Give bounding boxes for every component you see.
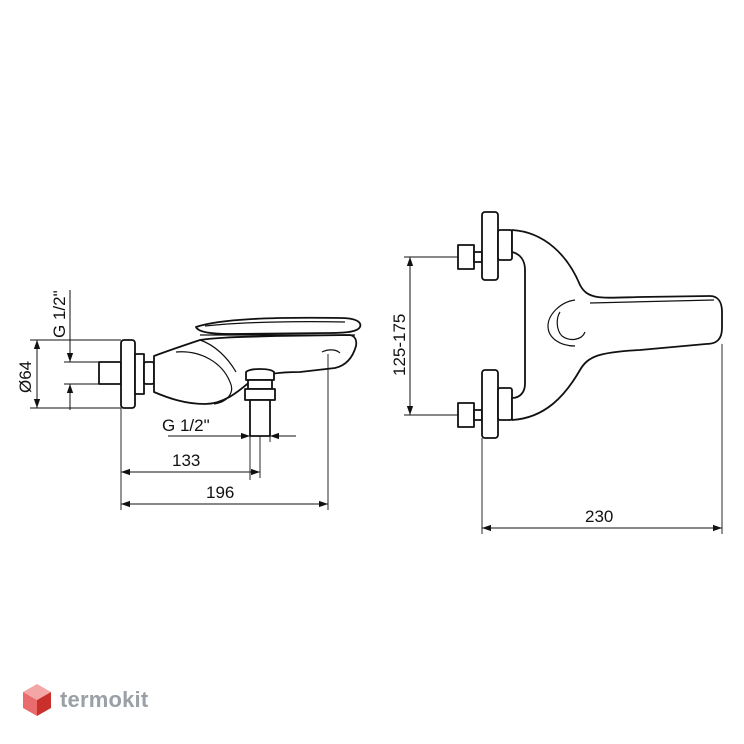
side-outlet-thread-label: G 1/2"	[162, 416, 210, 435]
top-lever-outline	[547, 299, 576, 347]
brand-name: termokit	[60, 687, 149, 712]
top-upper-stub	[473, 251, 483, 263]
top-upper-flange	[481, 211, 499, 281]
top-upper-nipple	[457, 244, 475, 270]
side-lever-handle	[195, 316, 362, 335]
top-lever-edge	[589, 299, 715, 304]
top-lower-stub	[473, 409, 483, 421]
side-wall-flange	[120, 339, 136, 409]
top-view: 125-175 230	[390, 211, 723, 534]
side-outlet-hex	[247, 379, 273, 390]
side-flange-diameter-label: Ø64	[16, 361, 35, 393]
top-center-distance-label: 125-175	[390, 314, 409, 376]
side-outlet-pipe	[249, 399, 271, 437]
side-connector	[143, 361, 155, 385]
side-body-neck	[134, 353, 145, 395]
side-inlet-nipple	[98, 361, 122, 385]
top-lower-neck	[497, 387, 513, 421]
side-spout-tip	[321, 349, 341, 354]
side-outlet-offset-label: 133	[172, 451, 200, 470]
top-faucet-body	[511, 229, 723, 421]
side-body-contour-2	[199, 339, 237, 373]
top-lower-nipple	[457, 402, 475, 428]
top-upper-neck	[497, 229, 513, 261]
side-overall-length-label: 196	[206, 483, 234, 502]
top-overall-width-label: 230	[585, 507, 613, 526]
top-lever-inner	[556, 311, 586, 341]
side-body-contour	[175, 351, 233, 405]
side-outlet-nut	[244, 388, 276, 401]
side-view: G 1/2" Ø64 G 1/2" 133 196	[16, 290, 362, 510]
brand-logo: termokit	[22, 680, 148, 720]
side-outlet-collar	[245, 368, 275, 381]
side-lever-highlight	[204, 321, 346, 327]
brand-cube-icon	[23, 684, 51, 716]
top-lower-flange	[481, 369, 499, 439]
side-inlet-thread-label: G 1/2"	[50, 290, 69, 338]
